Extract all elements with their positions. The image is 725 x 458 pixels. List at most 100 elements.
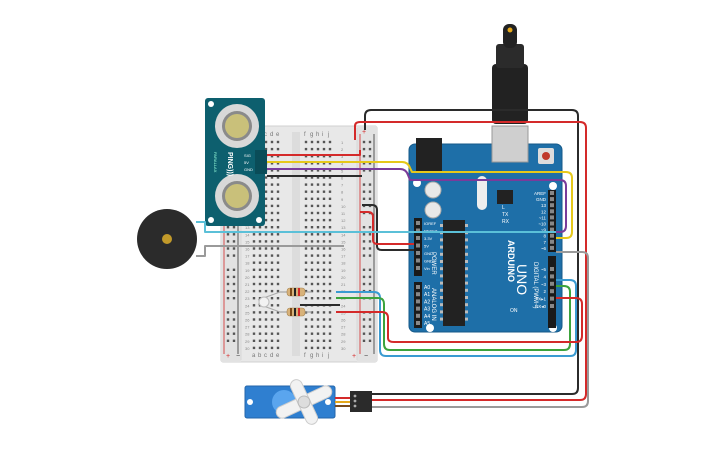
header-pin[interactable] — [550, 191, 554, 195]
breadboard-hole — [270, 162, 274, 165]
resistor-2[interactable] — [280, 307, 312, 317]
servo-horn[interactable] — [267, 368, 342, 437]
header-pin[interactable] — [550, 304, 554, 308]
wire-red-5v-arduino[interactable] — [360, 211, 414, 245]
breadboard-hole — [276, 233, 280, 236]
header-pin[interactable] — [416, 221, 420, 225]
breadboard-hole — [328, 190, 332, 193]
wire-green-led[interactable] — [336, 285, 571, 351]
chip-leg — [465, 281, 468, 285]
breadboard-hole — [270, 226, 274, 229]
wire-purple-sensor[interactable] — [267, 168, 567, 233]
wire-gray-buzzer[interactable] — [196, 245, 344, 257]
header-pin[interactable] — [550, 227, 554, 232]
breadboard-hole — [270, 275, 274, 279]
chip-leg — [465, 296, 468, 299]
header-pin[interactable] — [550, 233, 554, 238]
header-pin[interactable] — [550, 221, 554, 226]
header-pin[interactable] — [416, 243, 420, 248]
servo-connector[interactable] — [350, 391, 372, 412]
header-pin[interactable] — [550, 239, 554, 244]
breadboard-hole — [270, 140, 274, 144]
wire-yellow-sensor-signal[interactable] — [267, 161, 573, 239]
header-pin[interactable] — [550, 296, 554, 301]
rail-hole — [362, 318, 366, 321]
breadboard-hole — [322, 155, 326, 158]
row-label: 16 — [245, 247, 250, 252]
header-pin[interactable] — [416, 299, 420, 304]
header-pin[interactable] — [550, 215, 554, 220]
header-pin[interactable] — [416, 266, 420, 270]
breadboard-hole — [328, 140, 332, 144]
breadboard-hole — [322, 211, 326, 215]
ultrasonic-sensor[interactable]: PING))) PARALLAX SIG 5V GND — [205, 98, 267, 226]
transducer-top-mesh — [225, 114, 249, 138]
breadboard-hole — [316, 155, 320, 158]
wire-red-led[interactable] — [336, 297, 583, 343]
breadboard-hole — [276, 282, 280, 286]
wires — [196, 109, 589, 408]
header-pin[interactable] — [550, 267, 554, 271]
wire-cyan-buzzer[interactable] — [196, 221, 556, 233]
breadboard-hole — [276, 311, 280, 314]
header-pin[interactable] — [550, 203, 554, 208]
rail-hole — [368, 275, 372, 279]
breadboard-hole — [328, 162, 332, 165]
wire-red-power-loop[interactable] — [354, 121, 587, 401]
chip-leg — [465, 317, 468, 321]
header-pin[interactable] — [416, 321, 420, 325]
rail-hole — [226, 226, 230, 229]
header-pin[interactable] — [416, 236, 420, 240]
breadboard-hole — [264, 211, 268, 215]
breadboard-hole — [264, 190, 268, 193]
breadboard-hole — [304, 226, 308, 229]
breadboard-hole — [276, 318, 280, 321]
header-pin[interactable] — [416, 285, 420, 289]
breadboard-hole — [264, 275, 268, 279]
chip-leg — [440, 260, 443, 263]
header-pin[interactable] — [550, 274, 554, 279]
header-pin[interactable] — [550, 197, 554, 202]
header-pin[interactable] — [416, 228, 420, 233]
header-pin[interactable] — [416, 258, 420, 263]
header-pin[interactable] — [416, 313, 420, 318]
wire-red-sensor-5v[interactable] — [267, 150, 361, 156]
breadboard-hole — [328, 240, 332, 243]
led[interactable] — [257, 291, 281, 313]
breadboard-hole — [316, 197, 320, 200]
header-pin[interactable] — [416, 251, 420, 255]
servo-connector-pin — [353, 399, 357, 403]
servo-motor[interactable] — [244, 368, 372, 437]
column-label: h — [316, 132, 319, 138]
header-pin[interactable] — [550, 281, 554, 286]
breadboard-hole — [270, 155, 274, 158]
analog-pin-label: A3 — [424, 307, 430, 313]
breadboard-hole — [258, 339, 262, 342]
header-pin[interactable] — [550, 209, 554, 214]
breadboard-hole — [270, 183, 274, 186]
rail-hole — [362, 339, 366, 342]
piezo-buzzer[interactable] — [137, 209, 197, 269]
wire-blue-led[interactable] — [336, 279, 577, 357]
breadboard-hole — [316, 240, 320, 243]
analog-header[interactable] — [414, 282, 422, 328]
usb-chip — [497, 190, 513, 204]
header-pin[interactable] — [416, 306, 420, 311]
atmega-chip — [443, 220, 465, 326]
digital-header-high[interactable] — [548, 190, 556, 252]
rail-hole — [232, 289, 236, 293]
header-pin[interactable] — [550, 245, 554, 250]
resistor-1[interactable] — [280, 287, 312, 297]
breadboard-hole — [316, 211, 320, 215]
row-label: 21 — [341, 282, 346, 287]
header-pin[interactable] — [416, 292, 420, 297]
rail-hole — [362, 226, 366, 229]
wire-black-gnd-arduino[interactable] — [362, 204, 414, 251]
wire-gray-servo-signal[interactable] — [372, 251, 589, 408]
breadboard-hole — [276, 261, 280, 264]
breadboard-hole — [270, 332, 274, 335]
wire-black-ground-loop[interactable] — [364, 109, 579, 395]
header-pin[interactable] — [550, 289, 554, 294]
